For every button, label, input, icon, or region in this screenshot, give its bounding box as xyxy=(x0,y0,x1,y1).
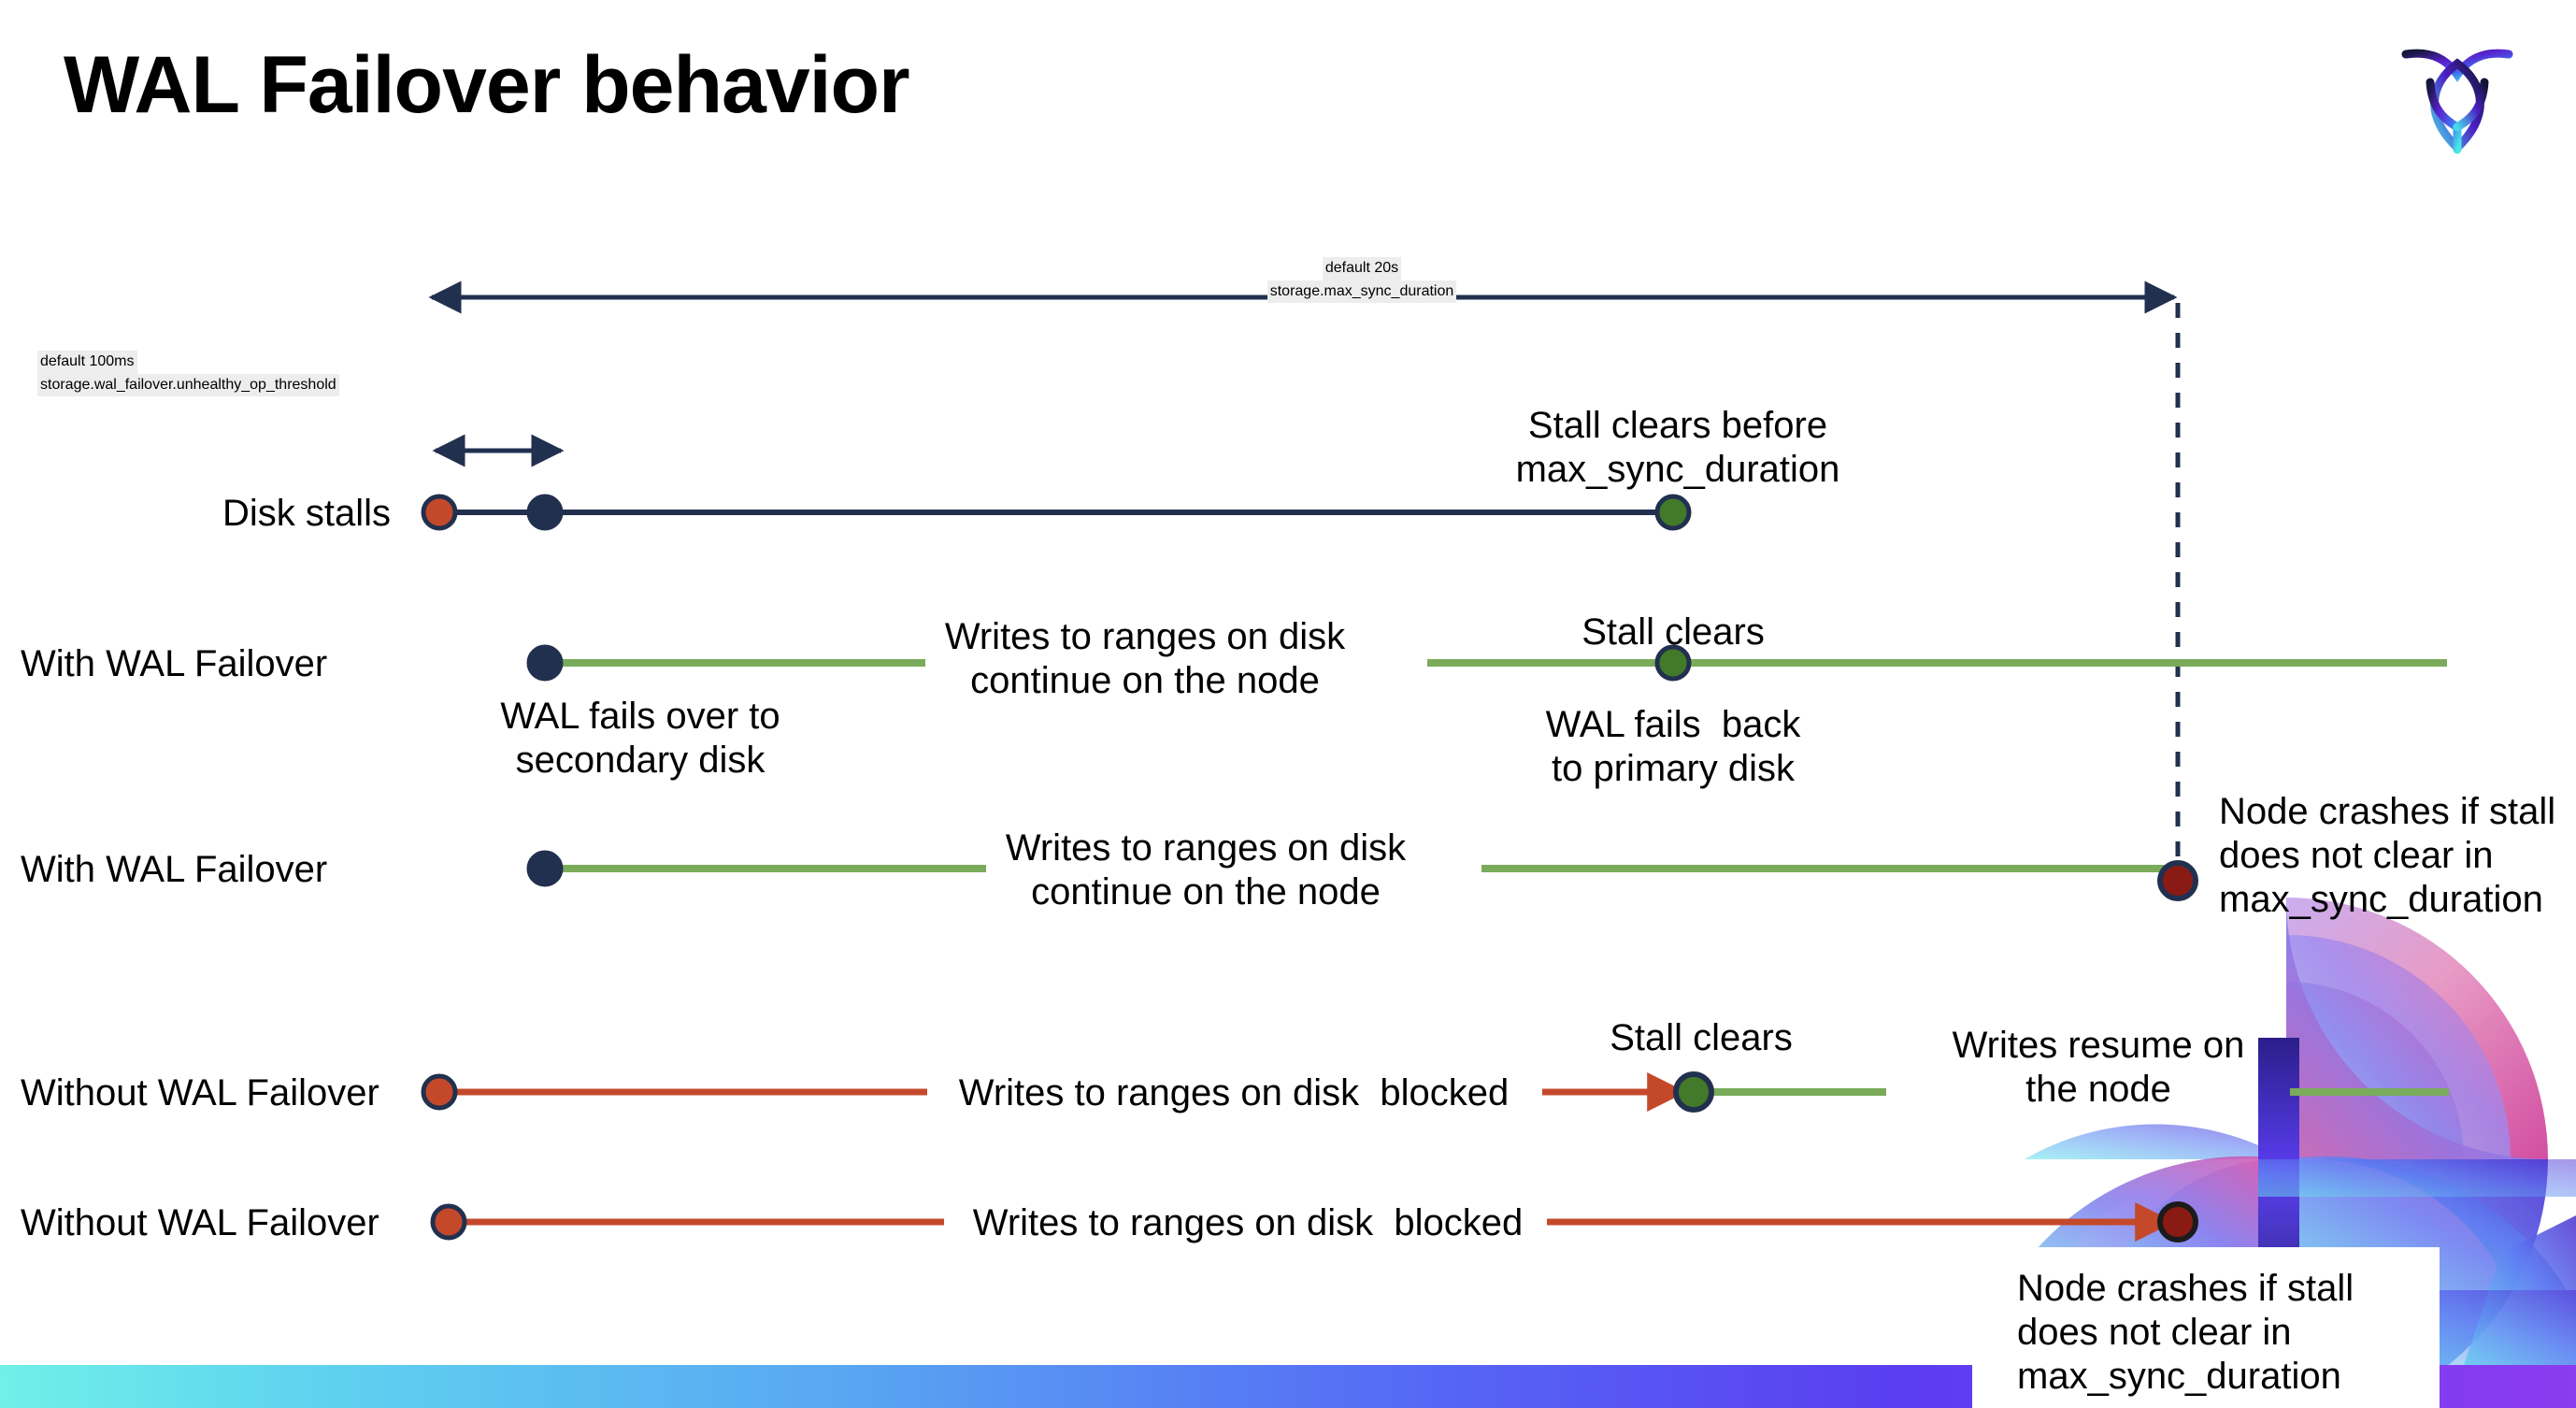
max-sync-duration-label: default 20s storage.max_sync_duration xyxy=(1142,257,1581,304)
failover-marker xyxy=(526,850,564,887)
page-title: WAL Failover behavior xyxy=(64,40,910,130)
failover-marker xyxy=(526,494,564,531)
writes-blocked-note-row5: Writes to ranges on disk blocked xyxy=(972,1202,1524,1243)
stall-clears-note-row2: Stall clears xyxy=(1581,611,1765,653)
stall-start-marker xyxy=(430,1203,467,1241)
stall-clears-before-note: Stall clears before max_sync_duration xyxy=(1515,405,1840,491)
crash-marker xyxy=(2157,860,2198,901)
crash-marker xyxy=(2157,1201,2198,1243)
stall-clears-note-row4: Stall clears xyxy=(1610,1017,1793,1058)
wal-fails-over-note: WAL fails over to secondary disk xyxy=(500,696,780,782)
threshold-default-text: default 100ms xyxy=(37,351,137,374)
writes-resume-note: Writes resume on the node xyxy=(1952,1025,2245,1111)
threshold-setting-text: storage.wal_failover.unhealthy_op_thresh… xyxy=(37,373,339,397)
stall-clear-marker xyxy=(1673,1071,1714,1113)
stall-clear-marker xyxy=(1654,494,1692,531)
row-label-with-wal-failover-1: With WAL Failover xyxy=(21,643,328,684)
max-sync-setting-text: storage.max_sync_duration xyxy=(1267,280,1457,304)
node-crashes-note-row3: Node crashes if stall does not clear in … xyxy=(2219,791,2556,921)
row-label-without-wal-failover-1: Without WAL Failover xyxy=(21,1072,379,1113)
row-label-disk-stalls: Disk stalls xyxy=(222,493,392,534)
node-crashes-note-backdrop xyxy=(1972,1247,2440,1408)
row-label-without-wal-failover-2: Without WAL Failover xyxy=(21,1202,379,1243)
cockroachdb-logo-icon xyxy=(2378,26,2537,166)
max-sync-default-text: default 20s xyxy=(1322,257,1402,280)
writes-continue-note-row2: Writes to ranges on disk continue on the… xyxy=(944,616,1346,702)
unhealthy-op-threshold-label: default 100ms storage.wal_failover.unhea… xyxy=(37,351,841,397)
node-crashes-note-row5: Node crashes if stall does not clear in … xyxy=(2017,1268,2354,1398)
stall-start-marker xyxy=(421,1073,458,1111)
stall-clear-marker xyxy=(1654,644,1692,682)
writes-blocked-note-row4: Writes to ranges on disk blocked xyxy=(958,1072,1510,1113)
failover-marker xyxy=(526,644,564,682)
row-label-with-wal-failover-2: With WAL Failover xyxy=(21,849,328,890)
writes-continue-note-row3: Writes to ranges on disk continue on the… xyxy=(1005,827,1407,913)
stall-start-marker xyxy=(421,494,458,531)
wal-fails-back-note: WAL fails back to primary disk xyxy=(1545,704,1801,790)
